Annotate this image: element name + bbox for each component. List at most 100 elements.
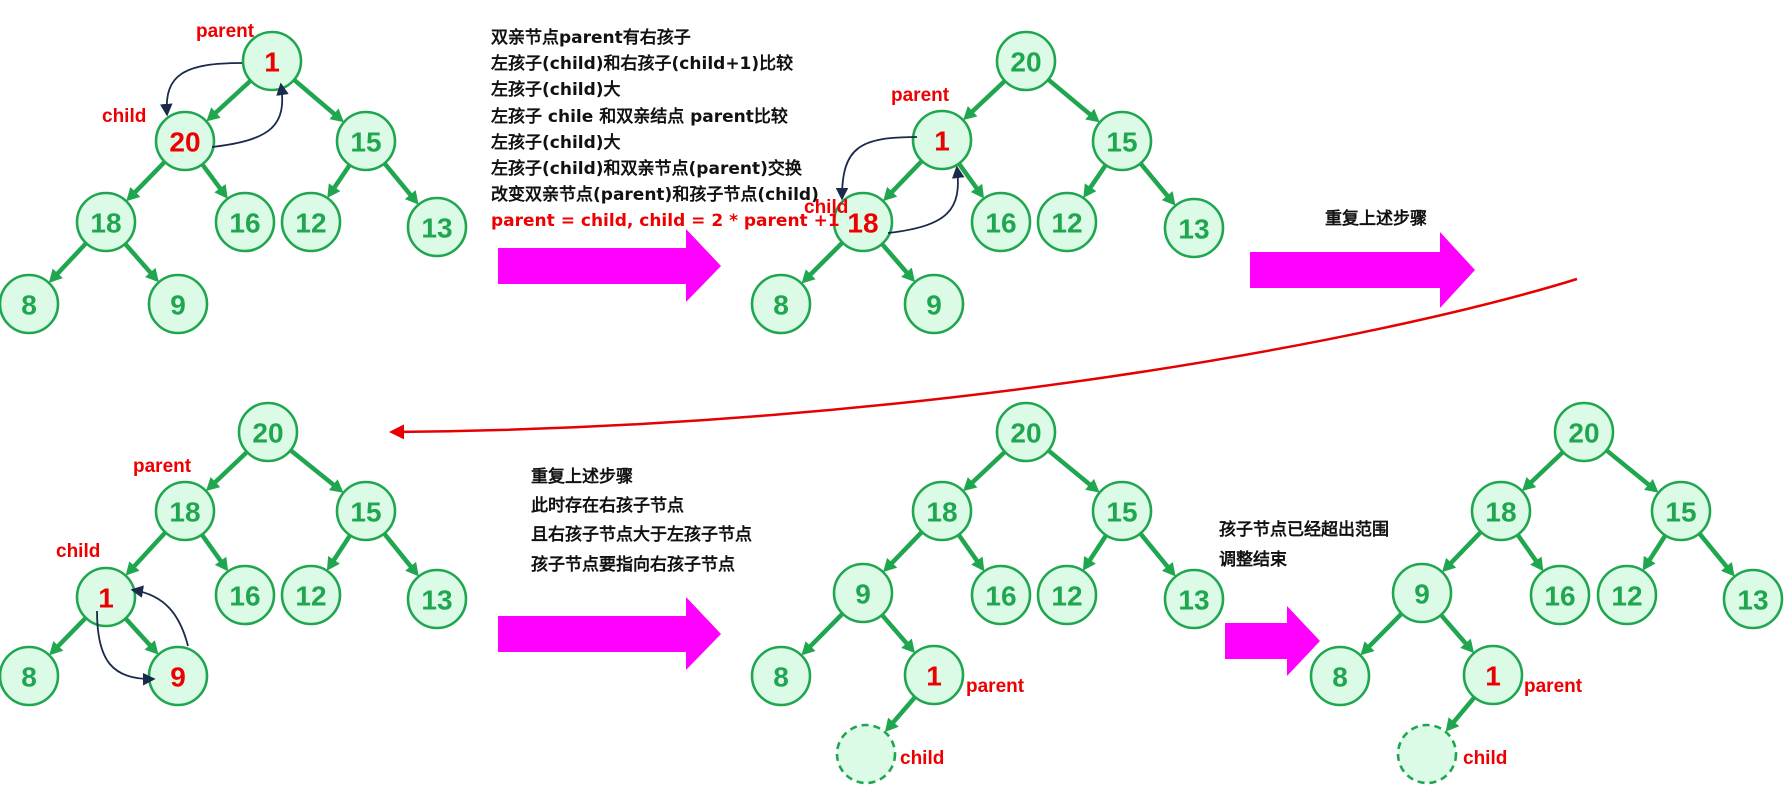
node-circle [280, 564, 342, 626]
node-value: 20 [1568, 418, 1599, 449]
tree-edge [211, 78, 253, 117]
step4-notes: 孩子节点已经超出范围 调整结束 [1219, 519, 1389, 570]
node-value: 8 [1332, 662, 1348, 693]
tree-edge-arrowhead [326, 556, 340, 571]
tree-edge [880, 242, 911, 277]
node-circle [750, 645, 812, 707]
tree-node: 13 [1722, 568, 1784, 630]
node-value: 9 [170, 290, 186, 321]
tree-edge [200, 533, 225, 566]
node-value: 1 [934, 126, 950, 157]
tree-edge [968, 450, 1007, 487]
node-circle [335, 480, 397, 542]
tree-node: 12 [280, 191, 342, 253]
node-value: 1 [264, 47, 280, 78]
note-line: 此时存在右孩子节点 [531, 495, 684, 516]
tree-edge-arrowhead [883, 186, 898, 202]
tree-node: 9 [832, 562, 894, 624]
node-circle [1596, 564, 1658, 626]
tree-node: 12 [1036, 191, 1098, 253]
tree-edge [382, 161, 415, 200]
tree-edge-arrowhead [884, 717, 899, 733]
tree-edge-arrowhead [801, 269, 816, 284]
node-circle [0, 273, 60, 335]
tree-edge [130, 160, 167, 197]
tree-edge [880, 613, 911, 648]
tree-node: 9 [147, 645, 209, 707]
parent-label: parent [133, 456, 192, 477]
tree-node: 12 [1596, 564, 1658, 626]
tree-edge-arrowhead [404, 190, 419, 205]
node-circle [832, 191, 894, 253]
node-value: 1 [1485, 661, 1501, 692]
tree-node: 1 [1462, 644, 1524, 706]
node-value: 15 [1106, 127, 1137, 158]
step2-notes: 重复上述步骤 [1325, 208, 1427, 229]
node-circle [1396, 723, 1458, 785]
tree-edge-arrowhead [1085, 108, 1100, 123]
node-value: 20 [1010, 418, 1041, 449]
node-value: 13 [1737, 585, 1768, 616]
tree-edge [1605, 448, 1653, 489]
node-value: 8 [773, 662, 789, 693]
tree-edge-arrowhead [1522, 476, 1537, 492]
tree-edge-arrowhead [1460, 638, 1475, 654]
note-line: 双亲节点parent有右孩子 [491, 27, 691, 48]
tree-edge [887, 159, 924, 197]
tree-node: 1 [911, 109, 973, 171]
node-circle [406, 568, 468, 630]
tree-edge-arrowhead [1445, 717, 1460, 732]
step-arrow-2 [1250, 232, 1475, 308]
tree-node: 8 [750, 273, 812, 335]
tree-edge [1086, 163, 1108, 192]
node-circle [1163, 568, 1225, 630]
tree-node: 9 [147, 273, 209, 335]
node-circle [214, 191, 276, 253]
note-line: 孩子节点已经超出范围 [1219, 519, 1389, 540]
child-label: child [56, 541, 100, 562]
placeholder-node [835, 723, 897, 785]
node-value: 8 [21, 662, 37, 693]
node-circle [1309, 645, 1371, 707]
tree-node: 15 [1091, 110, 1153, 172]
tree-edge-arrowhead [206, 476, 221, 492]
tree-edge [1085, 534, 1108, 565]
tree-node: 15 [1650, 480, 1712, 542]
tree-edge [806, 240, 845, 279]
node-circle [970, 191, 1032, 253]
placeholder-node [1396, 723, 1458, 785]
node-value: 1 [926, 661, 942, 692]
node-value: 8 [773, 290, 789, 321]
tree-edge [200, 162, 225, 193]
step-arrow-3 [498, 597, 721, 670]
step3-notes: 重复上述步骤 此时存在右孩子节点 且右孩子节点大于左孩子节点 孩子节点要指向右孩… [531, 466, 752, 575]
note-line: 孩子节点要指向右孩子节点 [531, 554, 735, 575]
tree-node: 8 [0, 645, 60, 707]
tree-edge [1138, 161, 1172, 201]
tree-edge [292, 78, 339, 119]
tree-edge [1449, 695, 1477, 727]
tree-node: 13 [406, 568, 468, 630]
node-value: 16 [229, 208, 260, 239]
tree-edge-arrowhead [1720, 562, 1735, 577]
tree-edge [1046, 77, 1095, 119]
tree-edge [968, 79, 1007, 116]
node-circle [1036, 564, 1098, 626]
node-value: 16 [229, 581, 260, 612]
node-circle [995, 30, 1057, 92]
node-value: 9 [855, 579, 871, 610]
node-value: 16 [985, 581, 1016, 612]
tree-edge [1697, 532, 1731, 572]
tree-node: 15 [335, 110, 397, 172]
node-circle [237, 401, 299, 463]
node-value: 12 [1051, 208, 1082, 239]
note-line: 且右孩子节点大于左孩子节点 [531, 524, 752, 545]
node-value: 15 [1106, 497, 1137, 528]
node-circle [995, 401, 1057, 463]
tree-node: 8 [750, 645, 812, 707]
parent-label: parent [891, 85, 950, 106]
node-circle [214, 564, 276, 626]
